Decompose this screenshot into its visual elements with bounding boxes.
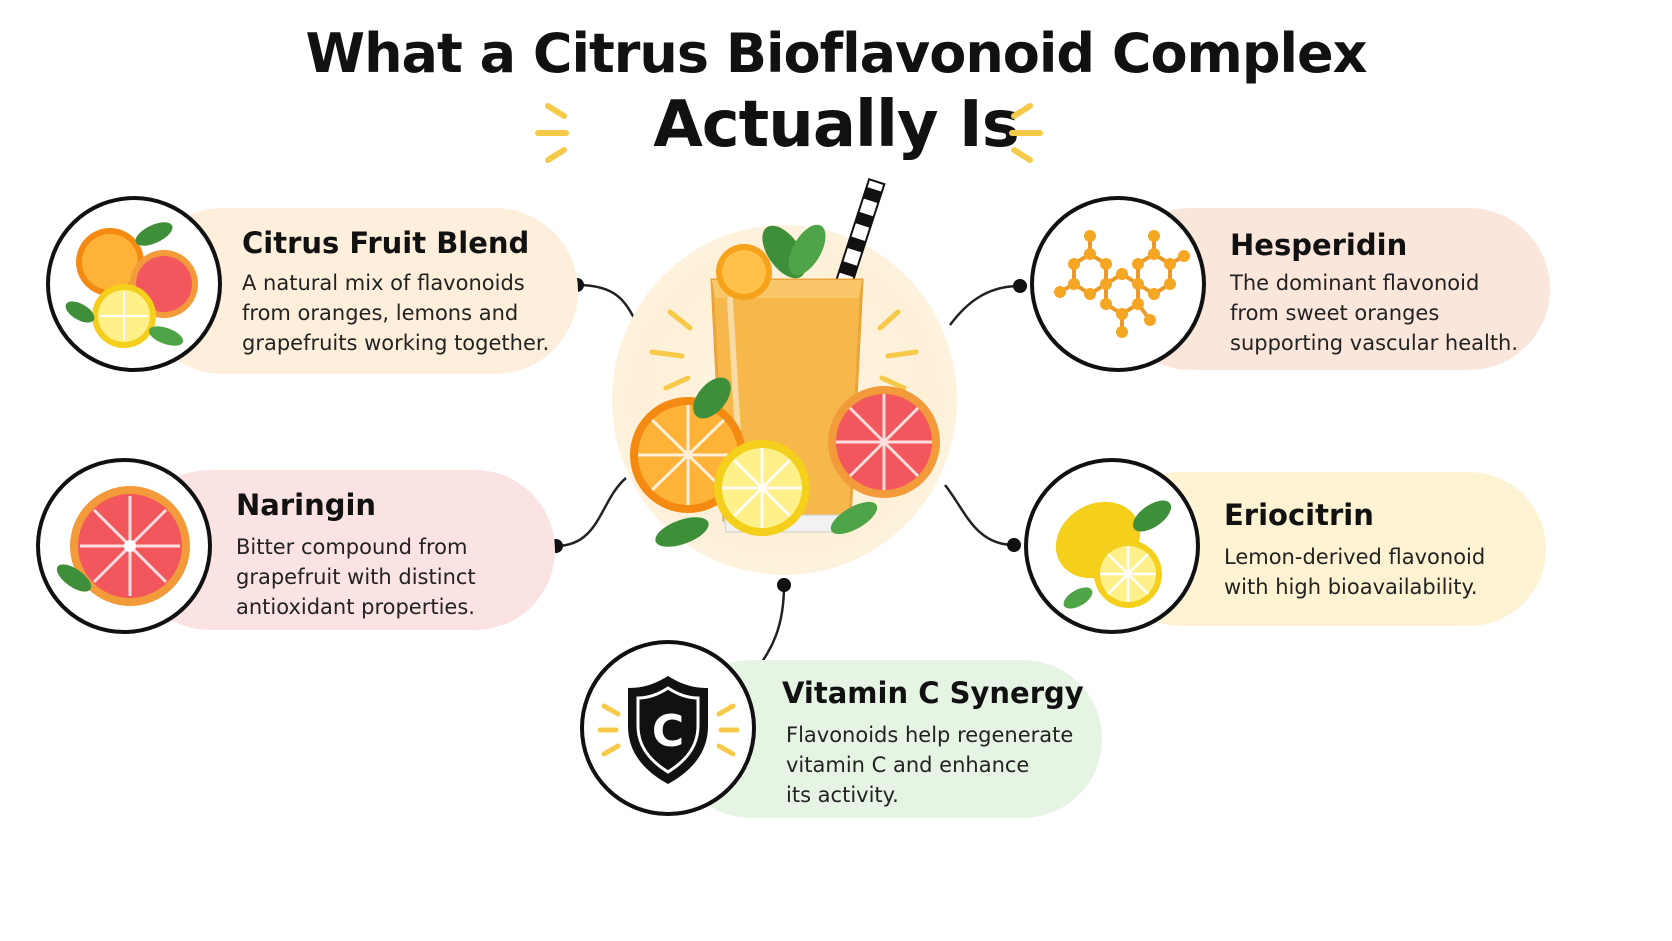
citrus-blend-title: Citrus Fruit Blend <box>242 226 530 260</box>
citrus-blend-description: A natural mix of flavonoids from oranges… <box>242 271 550 355</box>
lemon-icon <box>1055 500 1172 609</box>
shield-c-icon: C <box>597 676 740 784</box>
sparkle-left-icon <box>535 103 569 163</box>
page-subtitle: Actually Is <box>653 88 1020 162</box>
vitamin-c-description: Flavonoids help regenerate vitamin C and… <box>786 723 1074 807</box>
grapefruit-icon <box>56 486 190 606</box>
vitamin-c-title: Vitamin C Synergy <box>782 676 1084 710</box>
naringin-title: Naringin <box>236 488 377 522</box>
eriocitrin-title: Eriocitrin <box>1224 498 1374 532</box>
orange-smoothie-glass-icon <box>630 177 940 547</box>
naringin-description: Bitter compound from grapefruit with dis… <box>236 535 476 619</box>
hesperidin-title: Hesperidin <box>1230 228 1408 262</box>
citrus-fruits-icon <box>65 222 198 348</box>
sparkle-right-icon <box>1009 103 1043 163</box>
eriocitrin-description: Lemon-derived flavonoid with high bioava… <box>1224 545 1486 599</box>
svg-text:C: C <box>652 706 684 757</box>
hesperidin-icon-circle <box>1030 196 1206 372</box>
hesperidin-description: The dominant flavonoid from sweet orange… <box>1230 271 1519 355</box>
page-title: What a Citrus Bioflavonoid Complex <box>305 22 1368 85</box>
molecule-icon <box>1054 230 1190 338</box>
